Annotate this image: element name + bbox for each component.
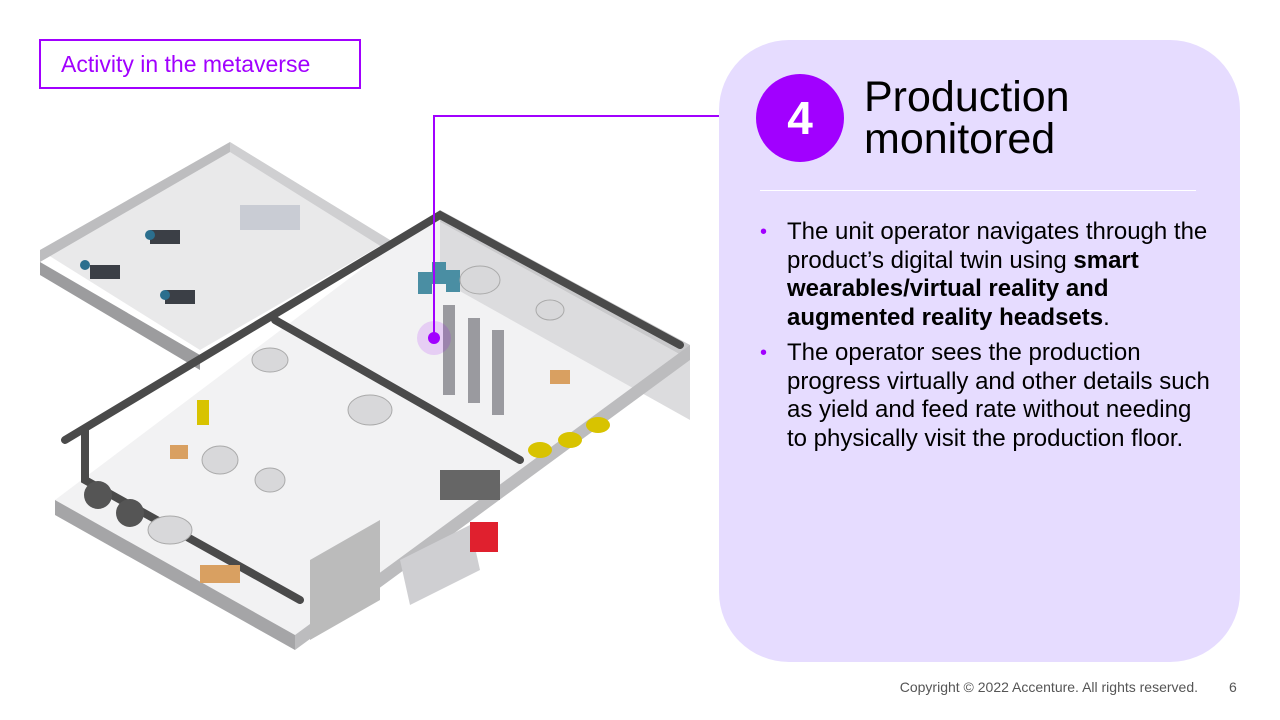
bullet-list: • The unit operator navigates through the… [760,218,1210,460]
boxes [170,370,570,583]
bullet-icon: • [760,221,768,243]
bullet-item: • The operator sees the production progre… [760,339,1210,453]
divider [760,190,1196,191]
step-number-badge: 4 [756,74,844,162]
tanks-blue [418,262,460,294]
step-title: Production monitored [864,73,1204,163]
page-number: 6 [1229,679,1237,695]
bullet-item: • The unit operator navigates through the… [760,218,1210,332]
office-desks [90,205,300,304]
copyright: Copyright © 2022 Accenture. All rights r… [899,679,1198,695]
callout-dot [428,332,440,344]
bullet-bold-text: smart wearables/virtual reality and augm… [787,246,1139,331]
bullet-icon: • [760,342,768,364]
factory-illustration [40,115,720,650]
section-tag: Activity in the metaverse [39,39,361,89]
truck [400,522,498,605]
callout-line [433,115,720,338]
title-line-2: monitored [864,115,1056,163]
columns [443,305,504,415]
bullet-text: The unit operator navigates through the … [787,218,1208,274]
pipes [61,210,684,604]
title-line-1: Production [864,73,1070,121]
bullet-text: The operator sees the production progres… [787,339,1210,452]
bullet-text-end: . [1103,303,1110,331]
